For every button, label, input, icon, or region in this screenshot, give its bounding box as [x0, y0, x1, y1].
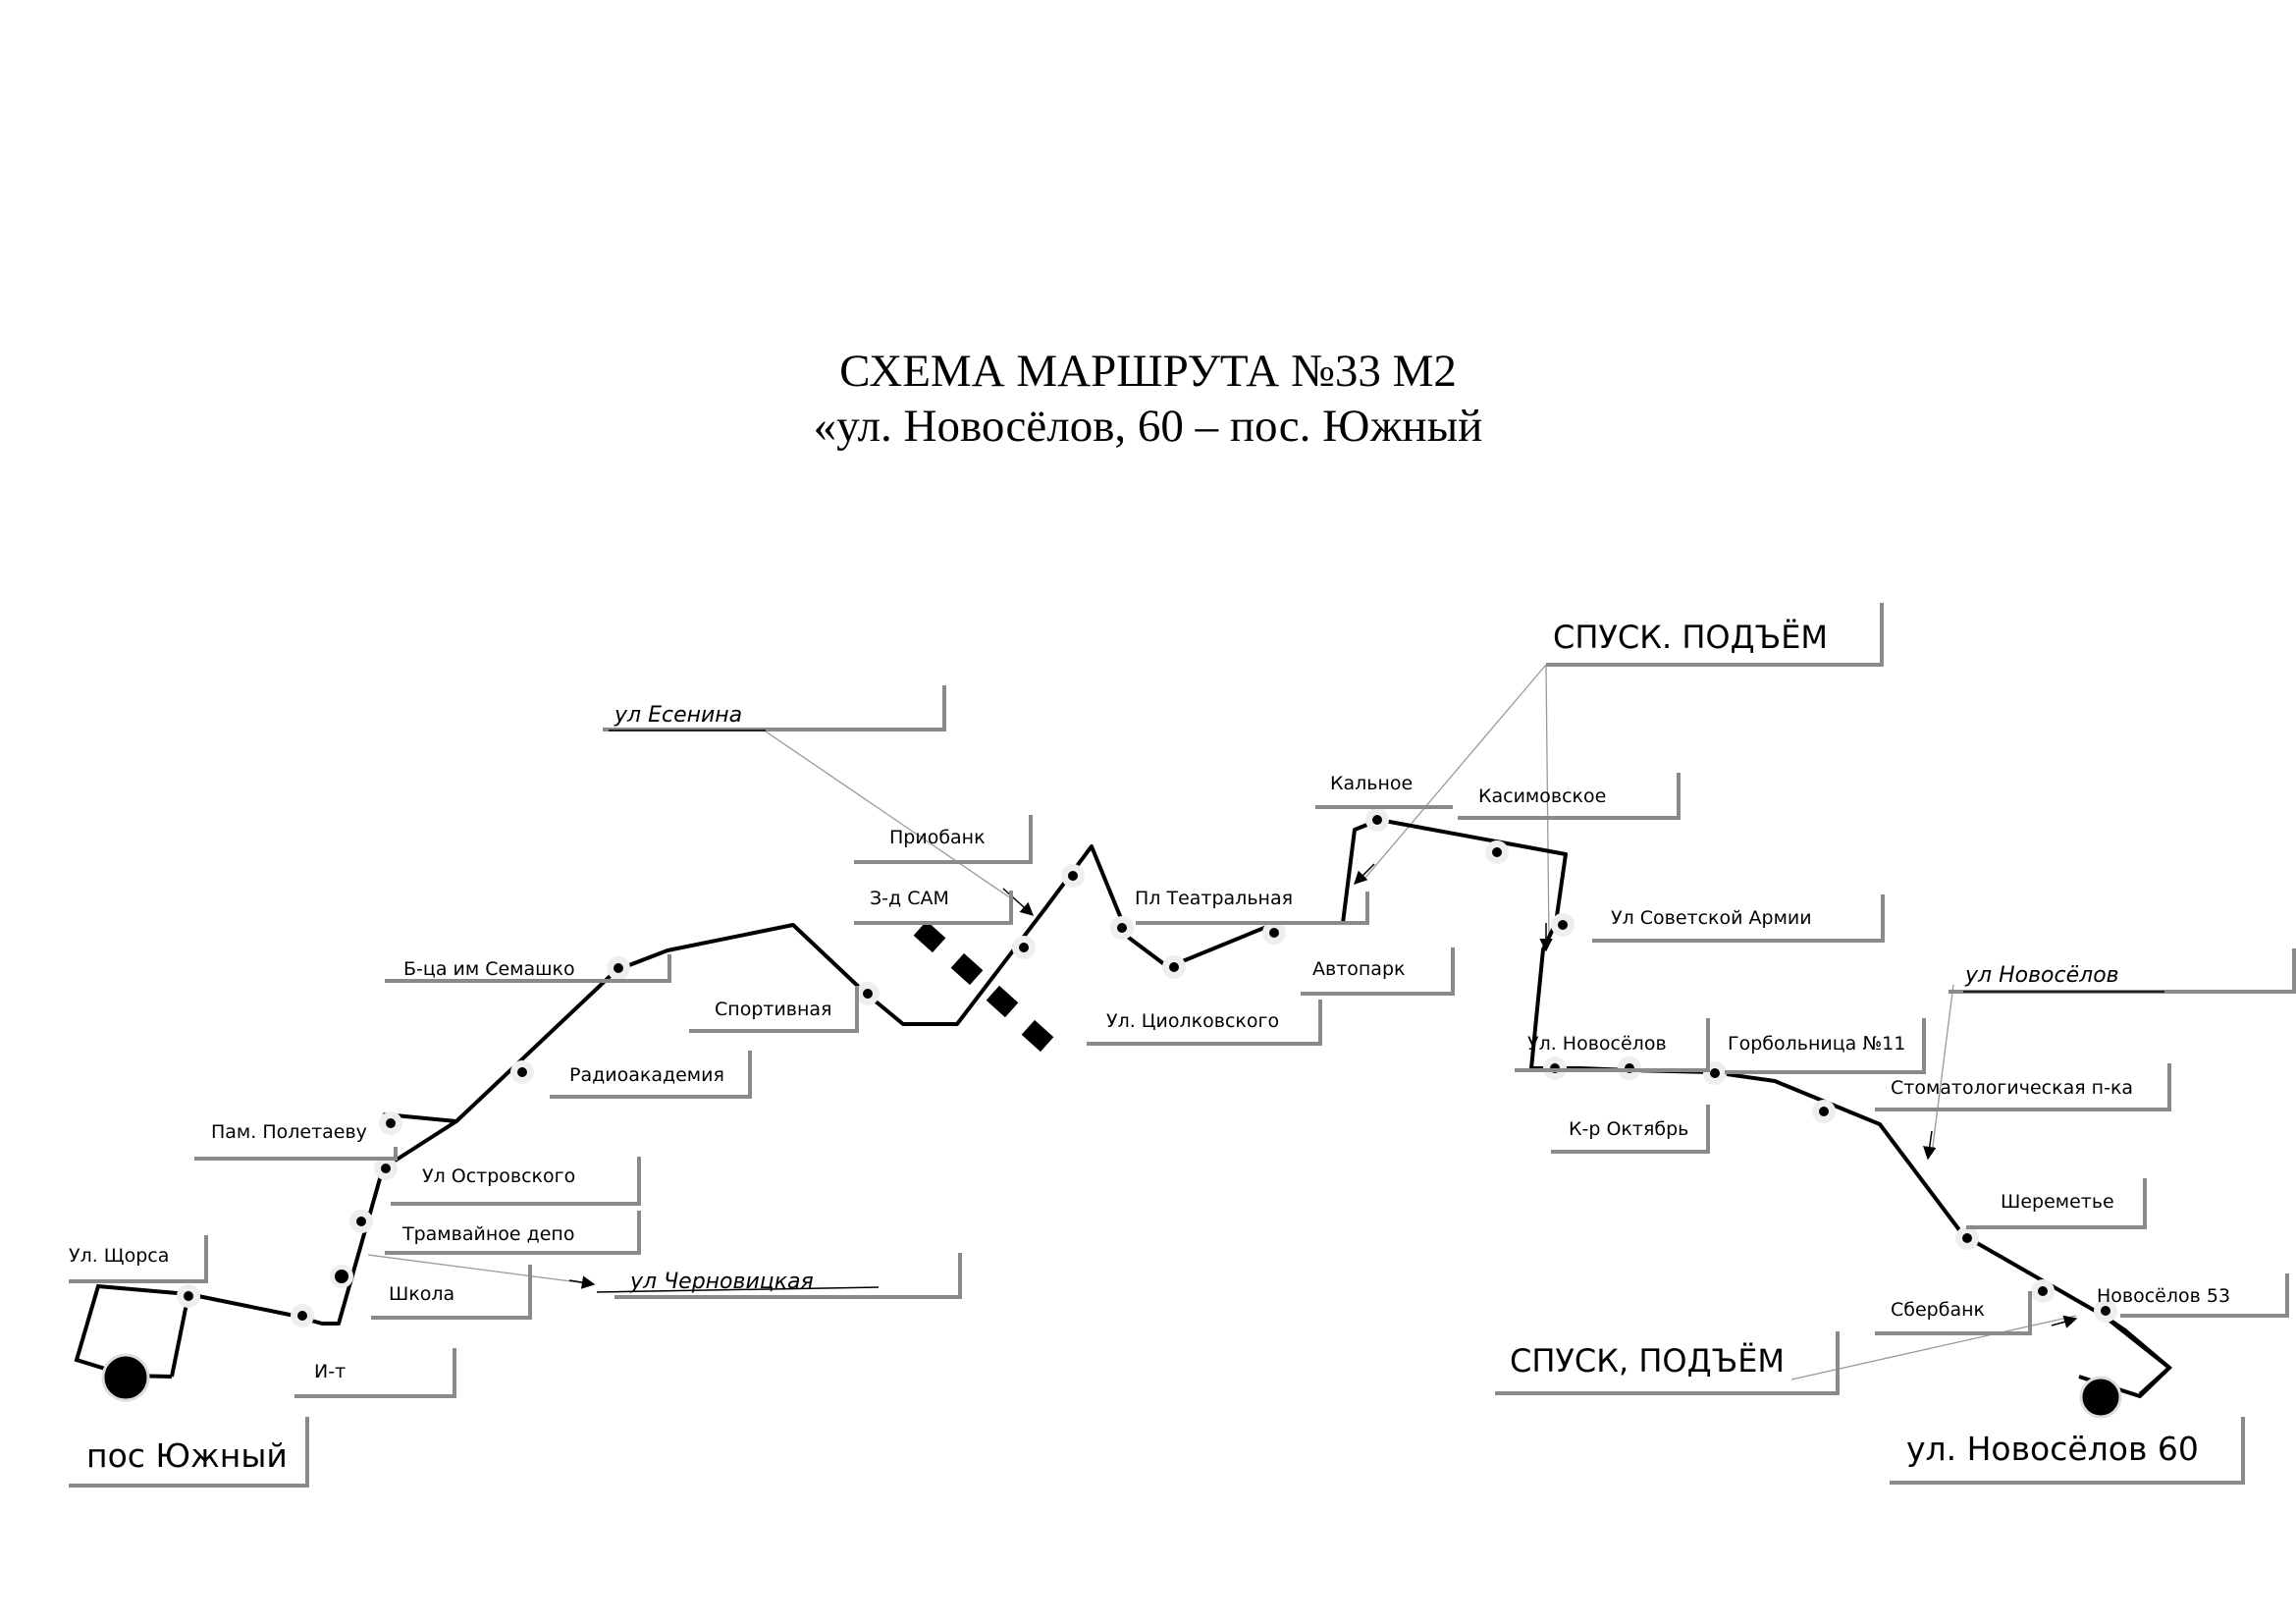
route-title: СХЕМА МАРШРУТА №33 М2 «ул. Новосёлов, 60…: [0, 344, 2296, 454]
stop-markers: [177, 808, 2117, 1327]
stop-label-gorbolnitsa: Горбольница №11: [1728, 1033, 1905, 1055]
label-frames: [69, 603, 2296, 1488]
stop-marker-shkola: [330, 1265, 353, 1288]
stop-label-teatralnaya: Пл Театральная: [1135, 888, 1293, 909]
stop-label-zd-sam: З-д САМ: [870, 888, 949, 909]
railway-crossing-icon: [913, 920, 1054, 1053]
stop-label-shkola: Школа: [389, 1283, 454, 1305]
stop-marker-kalnoe: [1365, 808, 1389, 832]
street-label-novoselov: ул Новосёлов: [1964, 963, 2119, 988]
title-line-2: «ул. Новосёлов, 60 – пос. Южный: [813, 401, 1483, 452]
stop-label-semashko: Б-ца им Семашко: [403, 958, 575, 980]
stop-label-radioakademiya: Радиоакадемия: [569, 1064, 724, 1086]
stop-marker-sheremete: [1955, 1226, 1979, 1250]
direction-arrows: [568, 863, 2078, 1328]
terminal-marker-end: [2079, 1376, 2122, 1419]
note-descent-top: СПУСК. ПОДЪЁМ: [1553, 619, 1828, 656]
arrow-icon-chernovitskaya: [568, 1275, 596, 1289]
stop-label-tram-depot: Трамвайное депо: [401, 1223, 574, 1245]
arrow-icon-kalnoe: [1354, 863, 1375, 885]
stop-label-tsiolkovskogo: Ул. Циолковского: [1106, 1010, 1279, 1032]
stop-marker-stomatologicheskaya: [1812, 1100, 1836, 1123]
stop-marker-priobank: [1061, 864, 1085, 888]
stop-marker-radioakademiya: [510, 1060, 534, 1084]
stop-label-it: И-т: [314, 1361, 346, 1382]
stop-marker-semashko: [607, 956, 630, 980]
arrow-icon-stomatologicheskaya: [1923, 1130, 1937, 1161]
stop-label-stomatologicheskaya: Стоматологическая п-ка: [1891, 1077, 2133, 1099]
stop-labels: пос Южный ул. Новосёлов 60 Ул. Щорса И-т…: [69, 619, 2230, 1475]
stop-label-kalnoe: Кальное: [1330, 773, 1413, 794]
stop-label-sberbank: Сбербанк: [1891, 1299, 1985, 1321]
stop-marker-sovetskoy-armii: [1551, 913, 1575, 937]
stop-label-avtopark: Автопарк: [1312, 958, 1406, 980]
arrow-icon-zd-sam: [1002, 888, 1035, 916]
terminal-label-end: ул. Новосёлов 60: [1906, 1430, 2199, 1468]
stop-label-novoselov53: Новосёлов 53: [2097, 1285, 2230, 1307]
stop-label-oktyabr: К-р Октябрь: [1569, 1118, 1688, 1140]
stop-label-sportivnaya: Спортивная: [715, 999, 831, 1020]
stop-label-poletaevu: Пам. Полетаеву: [211, 1121, 367, 1143]
stop-marker-zd-sam: [1012, 936, 1036, 959]
stop-marker-poletaevu: [379, 1111, 402, 1135]
stop-marker-avtopark: [1262, 921, 1286, 945]
stop-label-priobank: Приобанк: [889, 827, 986, 848]
stop-label-sovetskoy-armii: Ул Советской Армии: [1611, 907, 1812, 929]
stop-marker-ostrovskogo: [374, 1157, 398, 1180]
street-label-chernovitskaya: ул Черновицкая: [629, 1270, 814, 1294]
stop-marker-kasimovskoe: [1485, 840, 1509, 864]
note-descent-bottom: СПУСК, ПОДЪЁМ: [1510, 1342, 1785, 1380]
stop-marker-sberbank: [2031, 1279, 2055, 1303]
stop-marker-it: [291, 1304, 314, 1327]
street-underlines: [596, 730, 2164, 1293]
stop-label-shchorsa: Ул. Щорса: [69, 1245, 169, 1267]
stop-marker-sportivnaya: [856, 982, 880, 1005]
terminal-label-start: пос Южный: [86, 1436, 288, 1475]
terminal-marker-start: [101, 1353, 150, 1402]
stop-marker-tsiolkovskogo: [1162, 955, 1186, 979]
stop-label-kasimovskoe: Касимовское: [1478, 785, 1606, 807]
stop-label-sheremete: Шереметье: [2001, 1191, 2114, 1213]
arrow-icon-sberbank: [2051, 1315, 2078, 1328]
stop-marker-tram-depot: [349, 1210, 373, 1233]
stop-marker-novoselov53: [2094, 1299, 2117, 1323]
stop-label-ostrovskogo: Ул Островского: [422, 1165, 575, 1187]
title-line-1: СХЕМА МАРШРУТА №33 М2: [839, 346, 1457, 397]
stop-label-novoselov: Ул. Новосёлов: [1527, 1033, 1667, 1055]
start-loop: [74, 1283, 189, 1378]
stop-marker-teatralnaya-1: [1110, 916, 1134, 940]
street-label-esenina: ул Есенина: [614, 703, 742, 728]
stop-marker-shchorsa: [177, 1284, 200, 1308]
